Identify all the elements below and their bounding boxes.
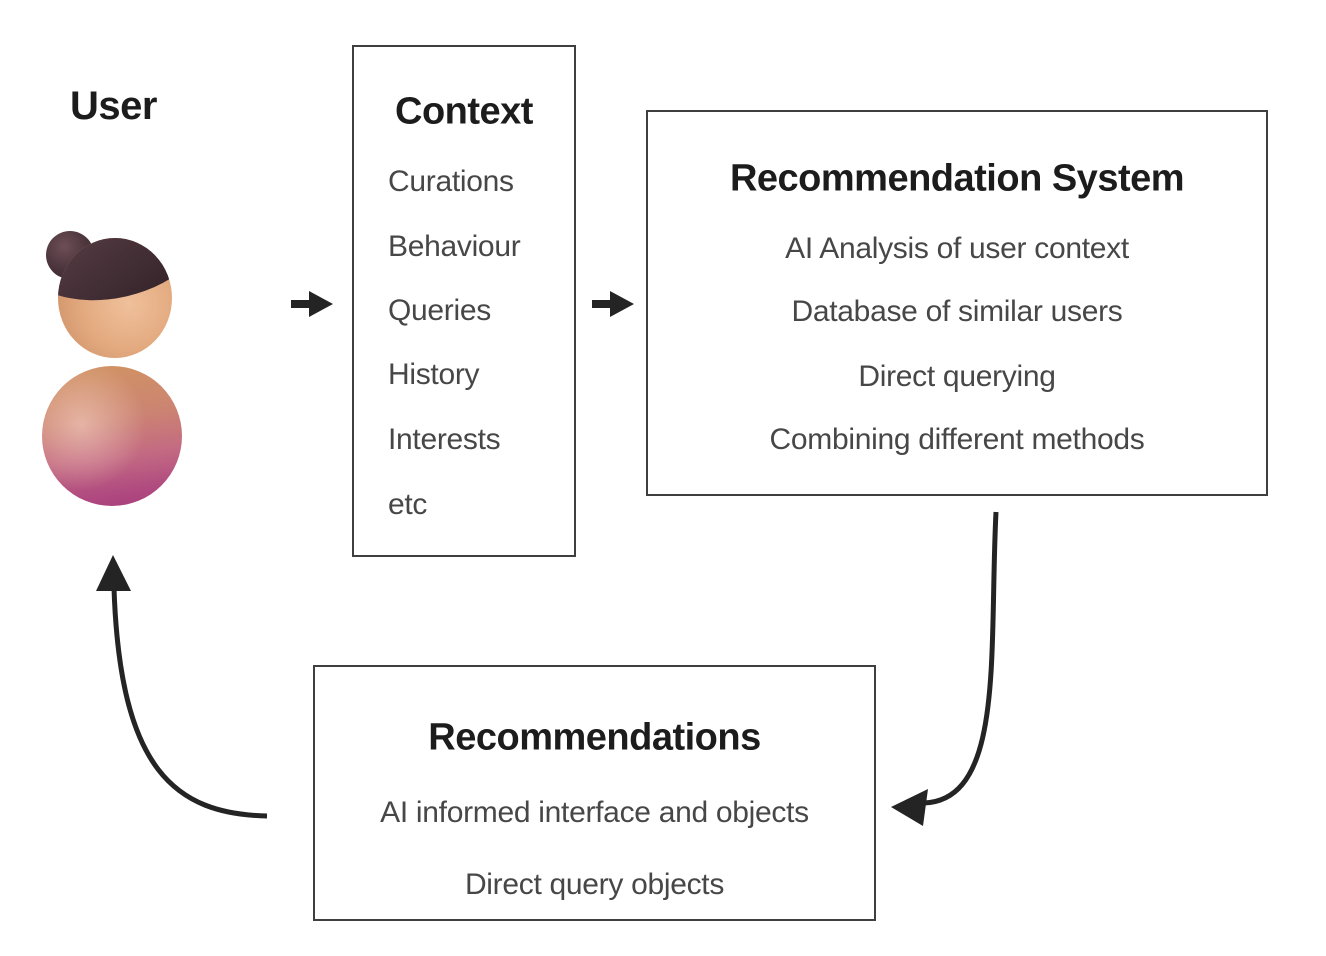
- arrow-recommendations-to-user: [96, 555, 268, 819]
- avatar-hair-icon: [58, 238, 172, 319]
- recommendations-item: Direct query objects: [464, 868, 725, 901]
- arrow-recommendation-system-to-recommendations: [891, 511, 999, 826]
- recommendation-system-box: Recommendation System AI Analysis of use…: [646, 110, 1268, 496]
- context-box: Context Curations Behaviour Queries Hist…: [352, 45, 576, 557]
- recommendations-box: Recommendations AI informed interface an…: [313, 665, 876, 921]
- arrow-context-to-recommendation-system: [592, 291, 634, 317]
- recommendations-title: Recommendations: [428, 716, 761, 759]
- recommendation-system-item: Database of similar users: [791, 295, 1123, 328]
- avatar-body-icon: [42, 366, 182, 506]
- context-item: History: [388, 358, 480, 391]
- recommendation-system-item: Direct querying: [858, 360, 1056, 393]
- recommendation-system-title: Recommendation System: [729, 157, 1185, 200]
- context-item: Curations: [388, 165, 514, 198]
- context-item: Interests: [388, 423, 501, 456]
- context-item: Queries: [388, 294, 491, 327]
- user-label: User: [70, 84, 157, 128]
- recommendations-item: AI informed interface and objects: [380, 796, 809, 829]
- context-box-title: Context: [395, 90, 533, 133]
- avatar-head-icon: [58, 238, 172, 358]
- arrow-user-to-context: [291, 291, 333, 317]
- recommendation-system-item: AI Analysis of user context: [785, 232, 1129, 265]
- context-item: Behaviour: [388, 230, 521, 263]
- context-item: etc: [388, 488, 428, 521]
- recommendation-system-item: Combining different methods: [769, 423, 1145, 456]
